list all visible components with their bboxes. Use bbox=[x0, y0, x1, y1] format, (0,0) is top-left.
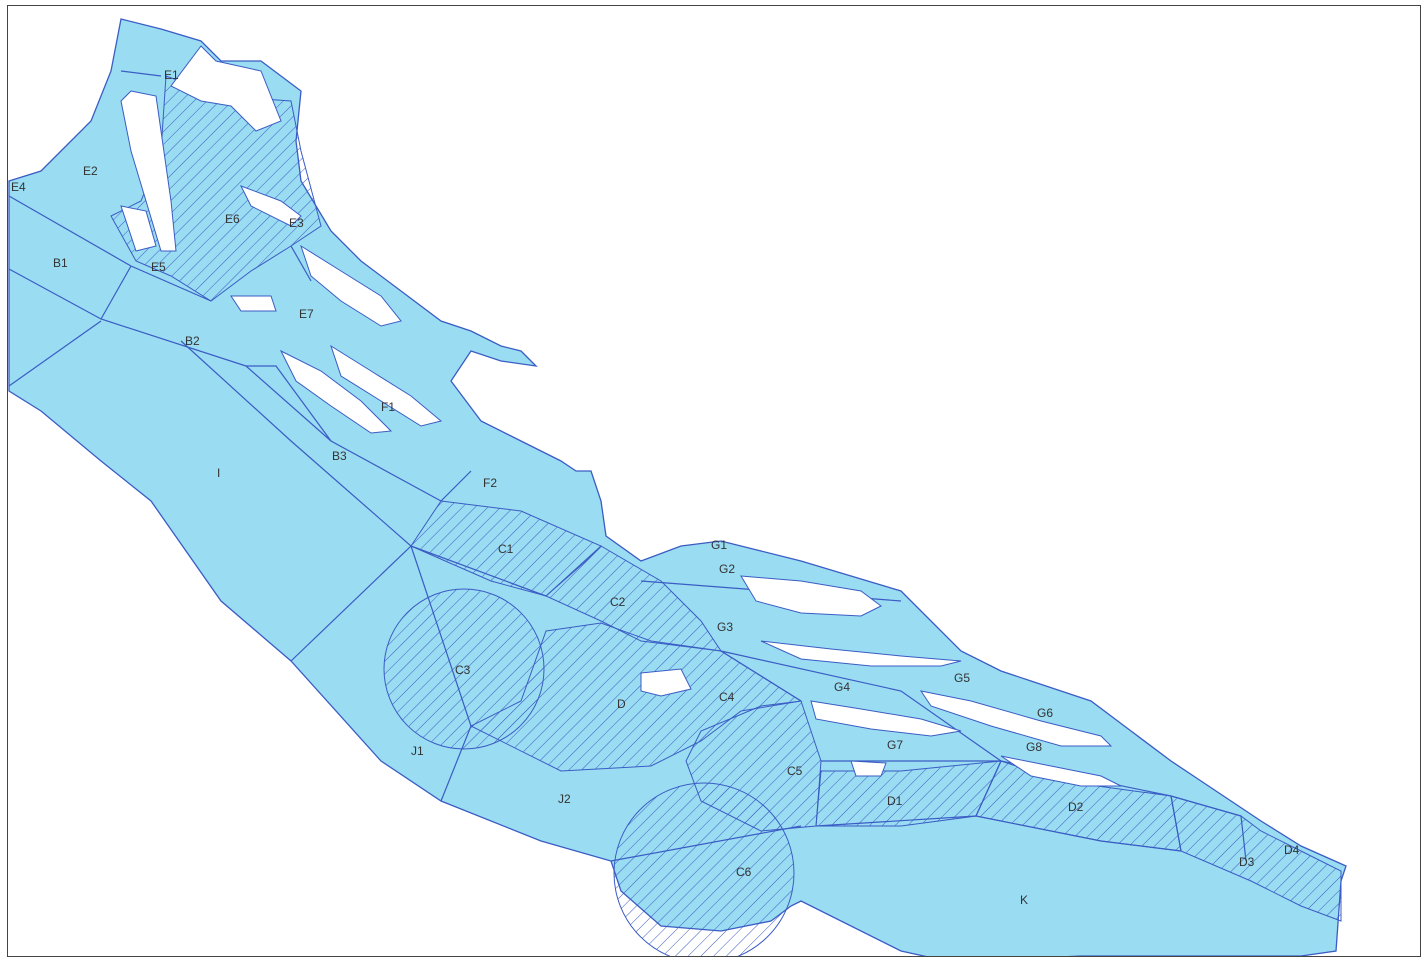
zone-c6-area bbox=[613, 782, 795, 956]
zone-label-g5: G5 bbox=[954, 671, 970, 685]
islands bbox=[120, 45, 1122, 787]
zone-label-g2: G2 bbox=[719, 562, 735, 576]
zone-label-g1: G1 bbox=[711, 538, 727, 552]
zone-label-b3: B3 bbox=[332, 449, 347, 463]
zone-label-f2: F2 bbox=[483, 476, 497, 490]
zone-label-c1: C1 bbox=[498, 542, 514, 556]
zone-label-c5: C5 bbox=[787, 764, 803, 778]
zone-label-g3: G3 bbox=[717, 620, 733, 634]
zone-label-c2: C2 bbox=[610, 595, 626, 609]
zone-label-g6: G6 bbox=[1037, 706, 1053, 720]
zone-label-d1: D1 bbox=[887, 794, 903, 808]
zone-label-j1: J1 bbox=[411, 744, 424, 758]
zone-label-c3: C3 bbox=[455, 663, 471, 677]
zone-label-e5: E5 bbox=[151, 260, 166, 274]
zone-labels: E1 E2 E3 E4 E5 E6 E7 B1 B2 B3 I F1 F2 C1… bbox=[11, 68, 1300, 907]
zone-label-e6: E6 bbox=[225, 212, 240, 226]
zone-label-g8: G8 bbox=[1026, 740, 1042, 754]
zone-label-e1: E1 bbox=[164, 68, 179, 82]
zone-c3-area bbox=[383, 588, 545, 750]
zone-label-d2: D2 bbox=[1068, 800, 1084, 814]
zone-label-c4: C4 bbox=[719, 690, 735, 704]
zone-label-e7: E7 bbox=[299, 307, 314, 321]
zone-label-g7: G7 bbox=[887, 738, 903, 752]
zone-label-f1: F1 bbox=[381, 400, 395, 414]
zone-label-e3: E3 bbox=[289, 216, 304, 230]
map-frame: E1 E2 E3 E4 E5 E6 E7 B1 B2 B3 I F1 F2 C1… bbox=[7, 5, 1421, 957]
zone-label-d: D bbox=[617, 697, 626, 711]
zone-label-e2: E2 bbox=[83, 164, 98, 178]
zone-d3-area bbox=[1170, 795, 1342, 922]
zone-label-g4: G4 bbox=[834, 680, 850, 694]
zone-label-b1: B1 bbox=[53, 256, 68, 270]
zone-label-c6: C6 bbox=[736, 865, 752, 879]
zone-label-b2: B2 bbox=[185, 334, 200, 348]
zone-label-e4: E4 bbox=[11, 180, 26, 194]
zone-label-d3: D3 bbox=[1239, 855, 1255, 869]
zone-label-j2: J2 bbox=[558, 792, 571, 806]
zone-map: E1 E2 E3 E4 E5 E6 E7 B1 B2 B3 I F1 F2 C1… bbox=[8, 18, 1347, 956]
zone-label-k: K bbox=[1020, 893, 1028, 907]
zone-label-i: I bbox=[217, 466, 220, 480]
zone-label-d4: D4 bbox=[1284, 843, 1300, 857]
